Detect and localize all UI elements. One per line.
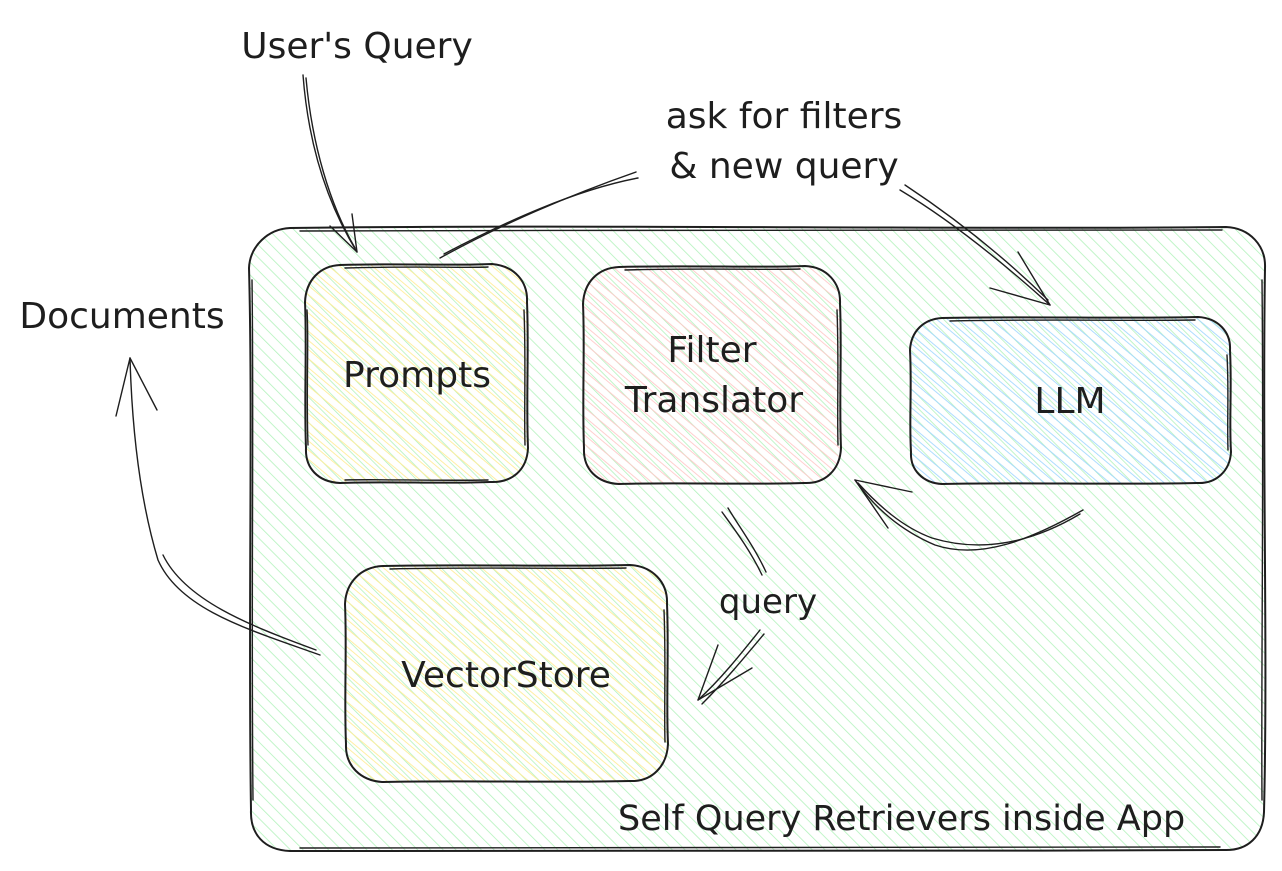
filter-translator-node — [582, 265, 842, 485]
prompts-node — [304, 263, 529, 484]
llm-to-filter-arrow — [854, 479, 1084, 551]
prompts-label: Prompts — [343, 355, 491, 396]
vectorstore-label: VectorStore — [401, 655, 611, 696]
llm-label: LLM — [1034, 381, 1105, 422]
users-query-arrow — [302, 74, 358, 253]
documents-label: Documents — [19, 296, 224, 337]
vectorstore-node — [344, 564, 669, 783]
documents-arrow — [115, 357, 321, 656]
llm-node — [909, 316, 1232, 485]
filter-translator-label-line2: Translator — [624, 380, 803, 421]
ask-filters-label-line1: ask for filters — [666, 96, 903, 137]
ask-filters-line-from-prompts — [439, 171, 639, 259]
container-caption: Self Query Retrievers inside App — [618, 799, 1185, 839]
query-arrow — [697, 507, 767, 705]
filter-translator-label-line1: Filter — [667, 330, 756, 371]
ask-filters-label-line2: & new query — [669, 146, 898, 187]
query-label: query — [719, 582, 817, 622]
users-query-label: User's Query — [241, 26, 473, 67]
ask-filters-arrow-to-llm — [899, 184, 1051, 306]
